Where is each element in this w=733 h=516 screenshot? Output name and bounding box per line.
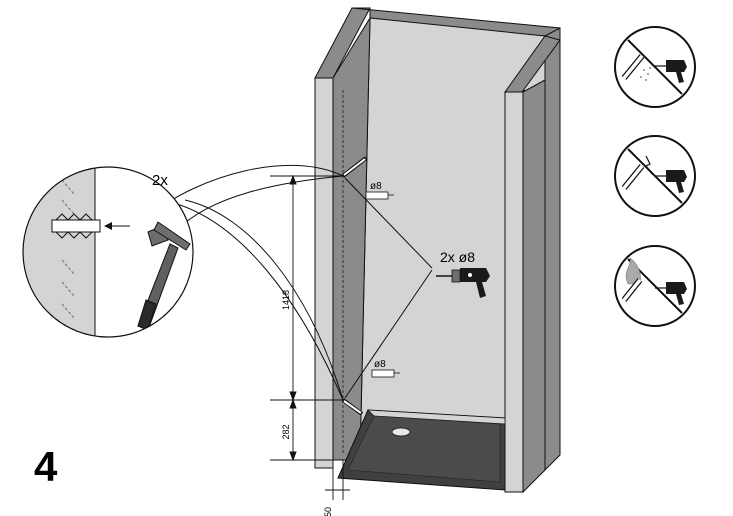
lower-anchor-plug-icon bbox=[371, 369, 400, 378]
left-wall-edge bbox=[314, 77, 334, 469]
shower-tray-rim bbox=[366, 409, 506, 425]
dimension-1418: 1418 bbox=[281, 290, 291, 310]
right-wall-face bbox=[544, 27, 561, 472]
drill-icon bbox=[436, 268, 490, 298]
hammer-icon bbox=[137, 221, 191, 331]
right-wall-side bbox=[522, 79, 546, 494]
drill-callout-lines bbox=[344, 177, 433, 399]
upper-anchor-plug-icon bbox=[365, 191, 394, 200]
anchor-detail bbox=[22, 166, 194, 338]
insert-arrow-icon bbox=[104, 222, 112, 230]
dimension-282: 282 bbox=[281, 424, 291, 439]
detail-circle-border bbox=[22, 166, 194, 338]
drill-callout-label: 2x ø8 bbox=[440, 249, 475, 265]
upper-anchor-diameter-label: ø8 bbox=[370, 181, 382, 192]
detail-wall-section bbox=[23, 167, 95, 337]
dimension-50: 50 bbox=[323, 507, 333, 516]
no-drilling-near-pipes-icon bbox=[614, 245, 696, 327]
right-wall-edge bbox=[504, 91, 524, 493]
no-hammer-drill-on-tiles-icon bbox=[614, 26, 696, 108]
no-impact-drill-icon bbox=[614, 135, 696, 217]
lower-anchor-diameter-label: ø8 bbox=[374, 359, 386, 370]
shower-tray-inner bbox=[347, 415, 501, 483]
shower-enclosure bbox=[314, 7, 561, 494]
detail-count-label: 2x bbox=[152, 172, 168, 189]
lower-anchor-pin-fill bbox=[343, 400, 362, 414]
prohibition-icons bbox=[614, 26, 696, 327]
shower-drain bbox=[391, 427, 411, 437]
wall-plug-icon bbox=[51, 213, 101, 239]
upper-anchor-pin-fill bbox=[343, 158, 366, 176]
step-number: 4 bbox=[34, 443, 58, 490]
